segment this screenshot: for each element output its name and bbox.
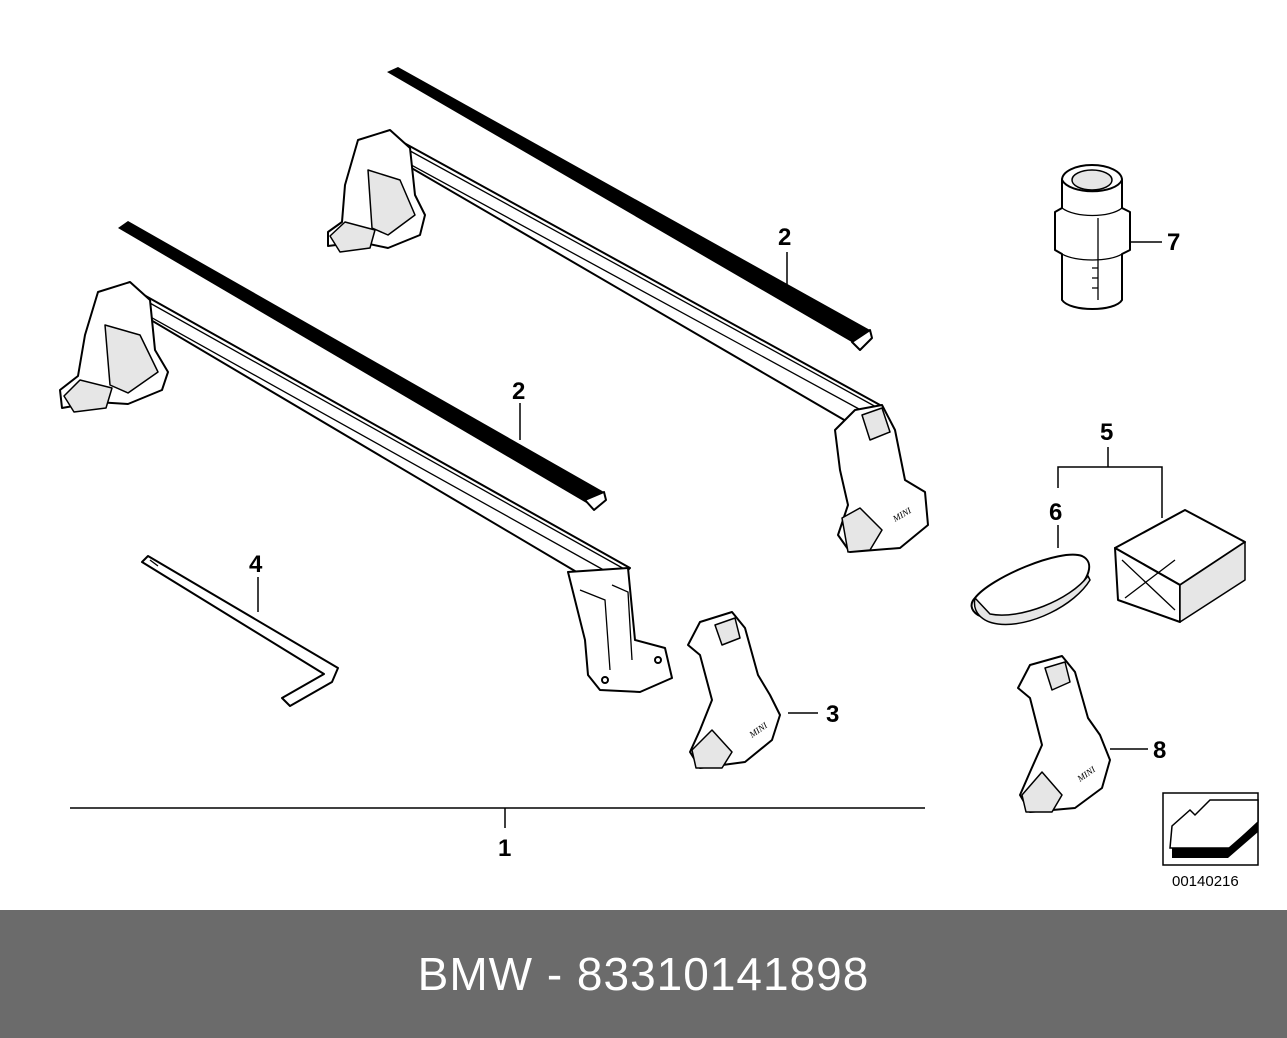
- callout-7: 7: [1167, 229, 1180, 256]
- callout-2-rear: 2: [778, 224, 791, 251]
- callout-3: 3: [826, 701, 839, 728]
- rubber-strip-front: [118, 221, 604, 508]
- rubber-strip-front-tip: [584, 491, 607, 511]
- footer-part-number: BMW - 83310141898: [417, 948, 870, 1000]
- reference-arrow-icon: [1162, 792, 1259, 866]
- callout-2-front: 2: [512, 378, 525, 405]
- callout-5: 5: [1100, 419, 1113, 446]
- roof-bar-rear: MINI: [327, 129, 929, 553]
- leader-baseline-1: [70, 807, 925, 828]
- allen-key: [141, 555, 339, 707]
- callout-4: 4: [249, 551, 263, 578]
- rubber-strip-rear: [387, 67, 870, 348]
- foot-cover-8: MINI: [1017, 655, 1111, 813]
- gauge-tube: [1054, 164, 1131, 310]
- roof-bar-front: [59, 281, 673, 693]
- rubber-strip-rear-tip: [851, 329, 873, 351]
- footer-bar: BMW - 83310141898: [0, 910, 1287, 1038]
- box: [1114, 509, 1246, 623]
- callout-6: 6: [1049, 499, 1062, 526]
- reference-number: 00140216: [1172, 873, 1239, 890]
- leader-bracket-5: [1057, 447, 1163, 518]
- callout-1: 1: [498, 835, 511, 862]
- cleaning-pad: [970, 553, 1091, 626]
- foot-cover-3: MINI: [687, 611, 781, 769]
- callout-8: 8: [1153, 737, 1166, 764]
- parts-diagram: MINI: [59, 67, 1259, 890]
